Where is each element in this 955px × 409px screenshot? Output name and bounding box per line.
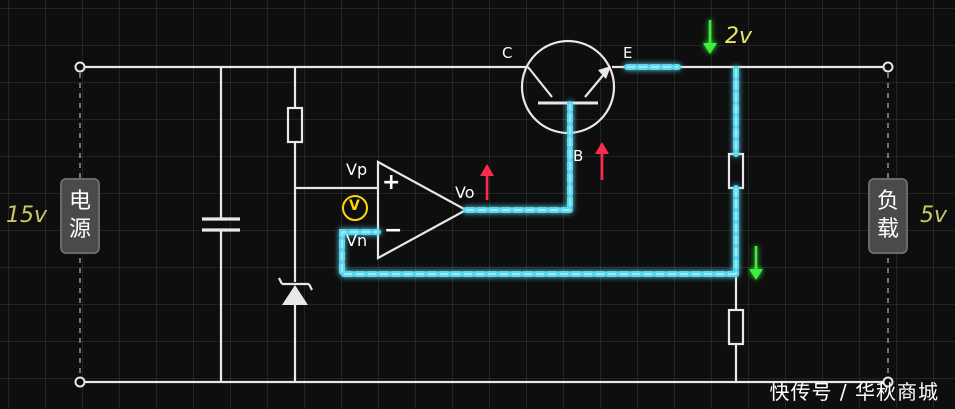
base-label: B: [573, 147, 584, 165]
feedback-down-arrow-head: [749, 269, 763, 280]
source-char-2: 源: [68, 217, 91, 242]
divider-resistor-bottom: [727, 308, 745, 346]
collector-lead: [527, 66, 553, 98]
dashed-side-lines: [79, 73, 889, 376]
ref-resistor: [286, 106, 304, 144]
vo-label: Vo: [455, 183, 475, 202]
voltmeter-icon: [342, 195, 368, 221]
terminal-bottom-right: [882, 376, 894, 388]
feedback-core: [341, 231, 736, 275]
op-amp-body: [376, 160, 469, 260]
watermark: 快传号 / 华秋商城: [769, 380, 939, 404]
voltmeter-label: V: [349, 198, 360, 214]
terminal-top-left: [74, 61, 86, 73]
reference-branch: [278, 67, 378, 382]
base-up-arrow-head: [595, 142, 609, 154]
divider-resistor-top: [727, 152, 745, 190]
highlight-cores: [341, 66, 737, 275]
load-char-1: 负: [876, 189, 899, 214]
input-voltage: 15v: [6, 203, 48, 228]
vn-label: Vn: [346, 231, 368, 250]
zener-bar-hook-left: [278, 277, 283, 285]
up-arrows: [480, 142, 609, 200]
down-arrows: [703, 20, 763, 280]
terminals: [74, 61, 894, 388]
capacitor: [202, 67, 240, 382]
load-char-2: 载: [876, 217, 899, 242]
output-voltage: 5v: [920, 203, 948, 228]
collector-label: C: [502, 44, 513, 62]
emitter-voltage-drop: 2v: [725, 24, 753, 49]
terminal-top-right: [882, 61, 894, 73]
base-drive-highlight: [463, 101, 573, 213]
source-char-1: 电: [68, 189, 91, 214]
emitter-arrow: [598, 66, 611, 79]
vo-up-arrow-head: [480, 164, 494, 176]
vp-label: Vp: [346, 160, 368, 179]
emitter-label: E: [623, 44, 633, 62]
terminal-bottom-left: [74, 376, 86, 388]
load-badge: 负 载: [868, 178, 908, 254]
power-rails: [80, 65, 888, 384]
zener-triangle: [282, 285, 308, 305]
zener-bar-hook-right: [308, 283, 313, 291]
emitter-down-arrow-head: [703, 43, 717, 54]
op-amp: [376, 160, 469, 260]
power-source-badge: 电 源: [60, 178, 100, 254]
base-drive-core: [466, 104, 571, 211]
op-amp-plus-sign: +: [382, 170, 401, 195]
op-amp-minus-sign: −: [384, 218, 403, 243]
